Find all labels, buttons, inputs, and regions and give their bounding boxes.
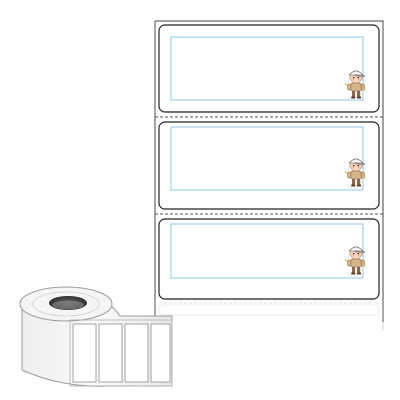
label-1 — [158, 24, 380, 113]
label-outline — [158, 24, 380, 113]
label-sheet — [154, 20, 384, 330]
roll-label-2 — [98, 323, 123, 383]
roll-inner-ring — [32, 291, 100, 317]
roll-label-1 — [72, 323, 97, 383]
sheet-reflection — [154, 300, 384, 330]
print-area — [170, 126, 364, 191]
label-outline — [158, 218, 380, 300]
label-2 — [158, 121, 380, 210]
roll-label-3 — [124, 323, 149, 383]
print-area — [170, 36, 364, 101]
label-outline — [158, 121, 380, 210]
label-roll — [19, 286, 173, 387]
roll-label-4 — [150, 323, 171, 383]
sheet-edge — [154, 20, 384, 322]
boy-in-cap-icon — [345, 70, 367, 99]
